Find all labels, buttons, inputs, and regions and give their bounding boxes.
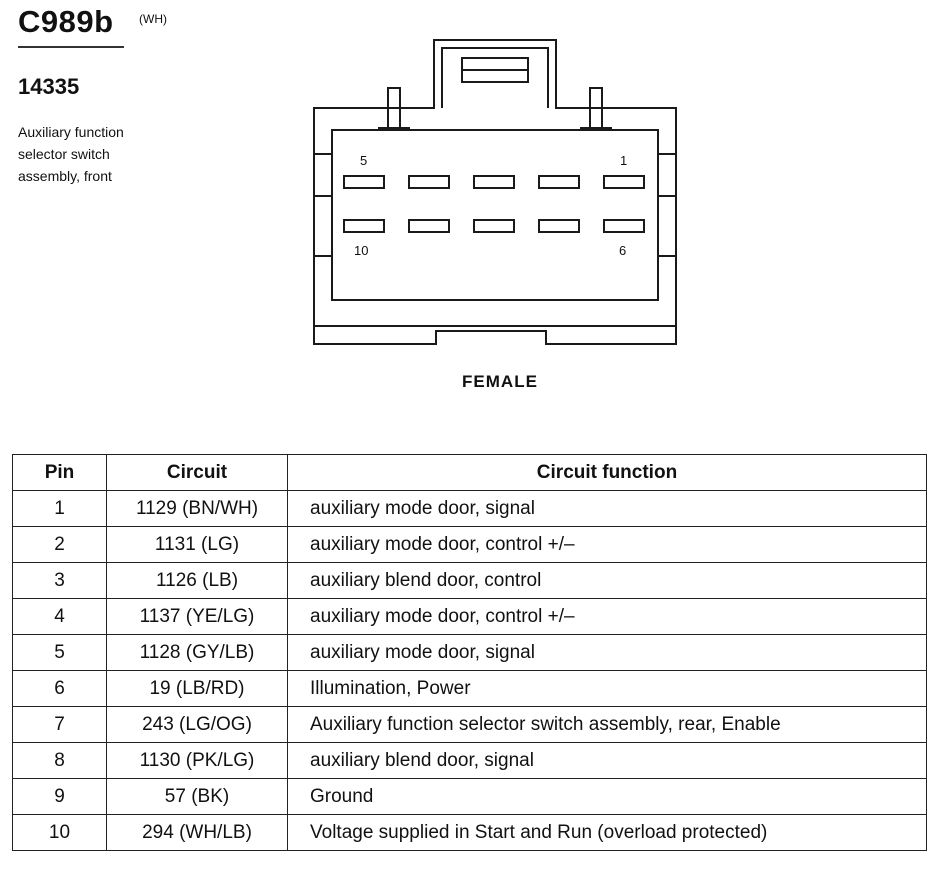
- pin-label-bottom-right: 6: [619, 243, 626, 258]
- pin-cell: 9: [12, 778, 107, 815]
- circuit-cell: 243 (LG/OG): [106, 706, 288, 743]
- function-cell: auxiliary mode door, control +/–: [287, 526, 927, 563]
- function-cell: auxiliary mode door, control +/–: [287, 598, 927, 635]
- circuit-cell: 294 (WH/LB): [106, 814, 288, 851]
- header-circuit-function: Circuit function: [287, 454, 927, 491]
- pin-slot-5: [343, 175, 385, 189]
- pin-slot-10: [343, 219, 385, 233]
- table-header-row: Pin Circuit Circuit function: [12, 454, 927, 491]
- pin-slot-7: [538, 219, 580, 233]
- pin-cell: 2: [12, 526, 107, 563]
- pin-slot-4: [408, 175, 450, 189]
- pin-slot-8: [473, 219, 515, 233]
- table-row: 2 1131 (LG) auxiliary mode door, control…: [12, 526, 927, 563]
- description-line: Auxiliary function: [18, 124, 124, 140]
- pin-cell: 6: [12, 670, 107, 707]
- part-number: 14335: [18, 74, 80, 99]
- pin-cell: 7: [12, 706, 107, 743]
- function-cell: Ground: [287, 778, 927, 815]
- pin-cavity: [331, 129, 659, 301]
- circuit-cell: 1130 (PK/LG): [106, 742, 288, 779]
- housing-outline: [313, 39, 677, 345]
- pin-slot-1: [603, 175, 645, 189]
- function-cell: auxiliary blend door, control: [287, 562, 927, 599]
- connector-color-code: (WH): [139, 12, 167, 26]
- circuit-cell: 1126 (LB): [106, 562, 288, 599]
- circuit-cell: 57 (BK): [106, 778, 288, 815]
- pin-label-top-left: 5: [360, 153, 367, 168]
- pin-slot-3: [473, 175, 515, 189]
- connector-description: Auxiliary function selector switch assem…: [18, 121, 178, 187]
- pin-slot-9: [408, 219, 450, 233]
- connector-face-diagram: 5 1 10 6: [313, 39, 677, 345]
- description-line: assembly, front: [18, 168, 112, 184]
- table-row: 7 243 (LG/OG) Auxiliary function selecto…: [12, 706, 927, 743]
- description-line: selector switch: [18, 146, 110, 162]
- circuit-cell: 1128 (GY/LB): [106, 634, 288, 671]
- circuit-cell: 1131 (LG): [106, 526, 288, 563]
- table-row: 4 1137 (YE/LG) auxiliary mode door, cont…: [12, 598, 927, 635]
- function-cell: auxiliary mode door, signal: [287, 490, 927, 527]
- pinout-table: Pin Circuit Circuit function 1 1129 (BN/…: [12, 454, 927, 851]
- function-cell: Voltage supplied in Start and Run (overl…: [287, 814, 927, 851]
- function-cell: Illumination, Power: [287, 670, 927, 707]
- circuit-cell: 1137 (YE/LG): [106, 598, 288, 635]
- title-underline: [18, 46, 124, 48]
- pin-cell: 3: [12, 562, 107, 599]
- circuit-cell: 1129 (BN/WH): [106, 490, 288, 527]
- table-row: 3 1126 (LB) auxiliary blend door, contro…: [12, 562, 927, 599]
- pin-cell: 4: [12, 598, 107, 635]
- circuit-cell: 19 (LB/RD): [106, 670, 288, 707]
- function-cell: auxiliary mode door, signal: [287, 634, 927, 671]
- header-circuit: Circuit: [106, 454, 288, 491]
- latch-inner-outline: [441, 47, 549, 108]
- function-cell: Auxiliary function selector switch assem…: [287, 706, 927, 743]
- table-row: 5 1128 (GY/LB) auxiliary mode door, sign…: [12, 634, 927, 671]
- table-row: 10 294 (WH/LB) Voltage supplied in Start…: [12, 814, 927, 851]
- pin-cell: 10: [12, 814, 107, 851]
- pin-cell: 8: [12, 742, 107, 779]
- pin-label-top-right: 1: [620, 153, 627, 168]
- pin-cell: 5: [12, 634, 107, 671]
- function-cell: auxiliary blend door, signal: [287, 742, 927, 779]
- connector-gender-label: FEMALE: [462, 372, 538, 391]
- table-row: 9 57 (BK) Ground: [12, 778, 927, 815]
- connector-id: C989b: [18, 4, 114, 39]
- pin-slot-6: [603, 219, 645, 233]
- table-row: 1 1129 (BN/WH) auxiliary mode door, sign…: [12, 490, 927, 527]
- table-row: 6 19 (LB/RD) Illumination, Power: [12, 670, 927, 707]
- table-row: 8 1130 (PK/LG) auxiliary blend door, sig…: [12, 742, 927, 779]
- pin-cell: 1: [12, 490, 107, 527]
- pin-slot-2: [538, 175, 580, 189]
- header-pin: Pin: [12, 454, 107, 491]
- pin-label-bottom-left: 10: [354, 243, 368, 258]
